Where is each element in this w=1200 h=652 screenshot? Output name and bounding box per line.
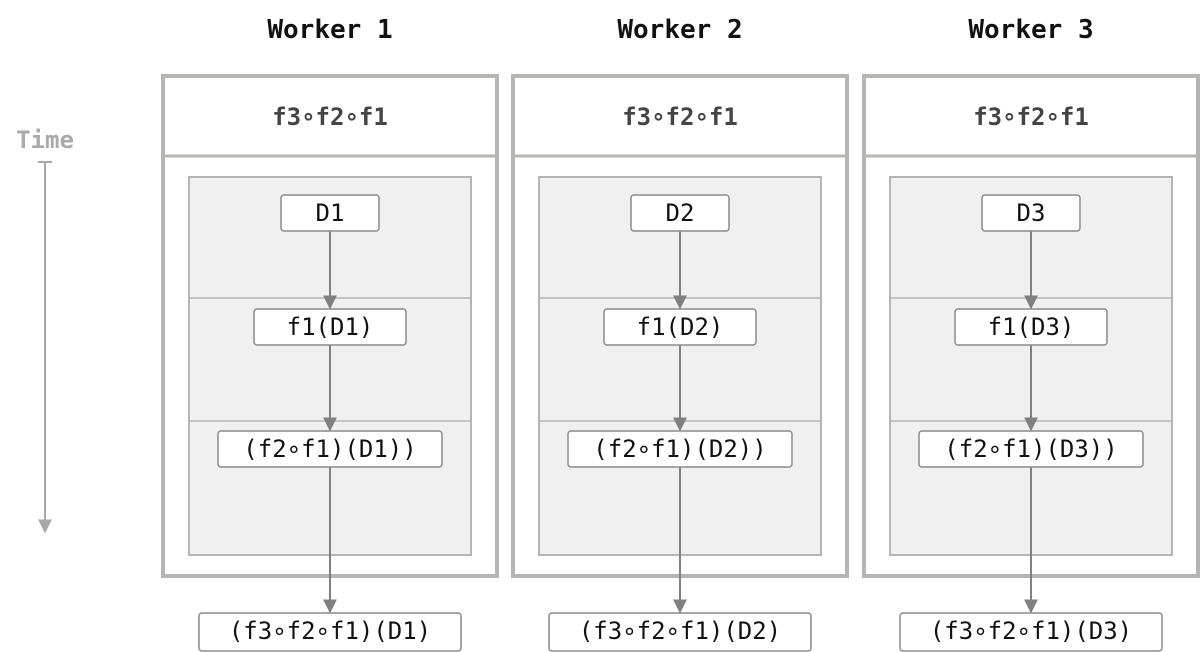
time-axis: Time [16, 126, 74, 534]
step-box [603, 308, 757, 346]
output-box [548, 612, 812, 652]
composed-function-label: f3∘f2∘f1 [622, 103, 738, 131]
output-node: (f3∘f2∘f1)(D2) [548, 612, 812, 652]
step-label: (f2∘f1)(D3)) [944, 435, 1117, 463]
output-node: (f3∘f2∘f1)(D3) [899, 612, 1163, 652]
step-label: f1(D2) [637, 313, 724, 341]
step-box [567, 430, 793, 468]
step-label: D1 [316, 199, 345, 227]
output-label: (f3∘f2∘f1)(D2) [579, 617, 781, 645]
step-box [217, 430, 443, 468]
step-node: f1(D2) [603, 308, 757, 346]
step-label: D2 [666, 199, 695, 227]
step-node: (f2∘f1)(D1)) [217, 430, 443, 468]
step-box [280, 194, 380, 232]
worker-title: Worker 2 [617, 15, 742, 45]
step-label: f1(D3) [988, 313, 1075, 341]
worker-title: Worker 3 [968, 15, 1093, 45]
step-node: D1 [280, 194, 380, 232]
composed-function-label: f3∘f2∘f1 [973, 103, 1089, 131]
output-node: (f3∘f2∘f1)(D1) [198, 612, 462, 652]
step-node: (f2∘f1)(D2)) [567, 430, 793, 468]
step-node: (f2∘f1)(D3)) [918, 430, 1144, 468]
step-label: (f2∘f1)(D2)) [593, 435, 766, 463]
output-label: (f3∘f2∘f1)(D1) [229, 617, 431, 645]
step-node: f1(D3) [954, 308, 1108, 346]
composed-function-label: f3∘f2∘f1 [272, 103, 388, 131]
output-box [198, 612, 462, 652]
step-box [954, 308, 1108, 346]
step-node: D2 [630, 194, 730, 232]
step-box [630, 194, 730, 232]
step-label: (f2∘f1)(D1)) [243, 435, 416, 463]
step-box [253, 308, 407, 346]
step-box [981, 194, 1081, 232]
step-node: D3 [981, 194, 1081, 232]
time-axis-label: Time [16, 126, 74, 154]
worker-title: Worker 1 [267, 15, 392, 45]
output-label: (f3∘f2∘f1)(D3) [930, 617, 1132, 645]
step-label: D3 [1017, 199, 1046, 227]
step-label: f1(D1) [287, 313, 374, 341]
step-node: f1(D1) [253, 308, 407, 346]
step-box [918, 430, 1144, 468]
output-box [899, 612, 1163, 652]
